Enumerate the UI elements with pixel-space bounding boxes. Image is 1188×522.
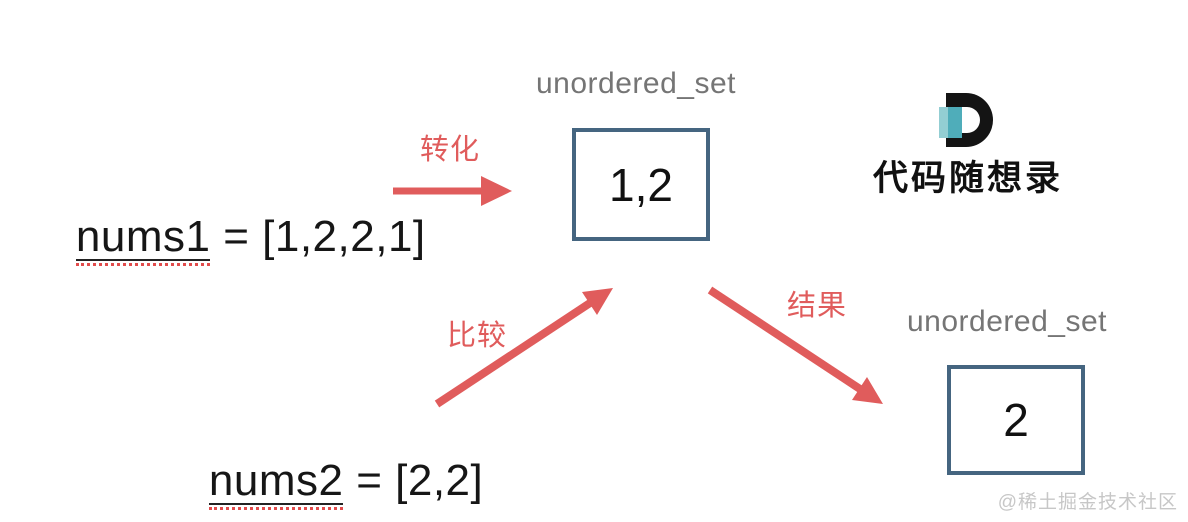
logo-d-inner-cutout (960, 107, 980, 133)
set1-value: 1,2 (609, 158, 673, 211)
watermark: @稀土掘金技术社区 (997, 492, 1178, 513)
set2-label: unordered_set (907, 305, 1107, 338)
nums1-variable: nums1 (75, 212, 211, 261)
logo-text: 代码随想录 (872, 159, 1063, 198)
set2-box: 2 (947, 365, 1085, 475)
nums2-variable-underline: nums2 (208, 456, 344, 510)
result-arrow-icon (707, 286, 883, 404)
nums1-variable-underline: nums1 (75, 212, 211, 266)
nums2-expression: nums2 = [2,2] (158, 406, 483, 522)
transform-arrow-icon (393, 176, 512, 206)
nums1-expression: nums1 = [1,2,2,1] (25, 162, 426, 316)
result-arrow-label: 结果 (787, 290, 848, 322)
compare-arrow-icon (434, 288, 613, 408)
logo-teal-block (948, 107, 962, 138)
set2-value: 2 (1003, 394, 1029, 446)
compare-arrow-label: 比较 (447, 320, 508, 352)
logo-d-icon (938, 88, 1000, 150)
set1-box: 1,2 (572, 128, 710, 241)
nums1-value: = [1,2,2,1] (210, 212, 426, 261)
logo-teal-light-block (939, 107, 948, 138)
nums2-variable: nums2 (208, 456, 344, 505)
transform-arrow-label: 转化 (420, 134, 481, 166)
nums2-value: = [2,2] (343, 456, 484, 505)
set1-label: unordered_set (536, 67, 736, 100)
